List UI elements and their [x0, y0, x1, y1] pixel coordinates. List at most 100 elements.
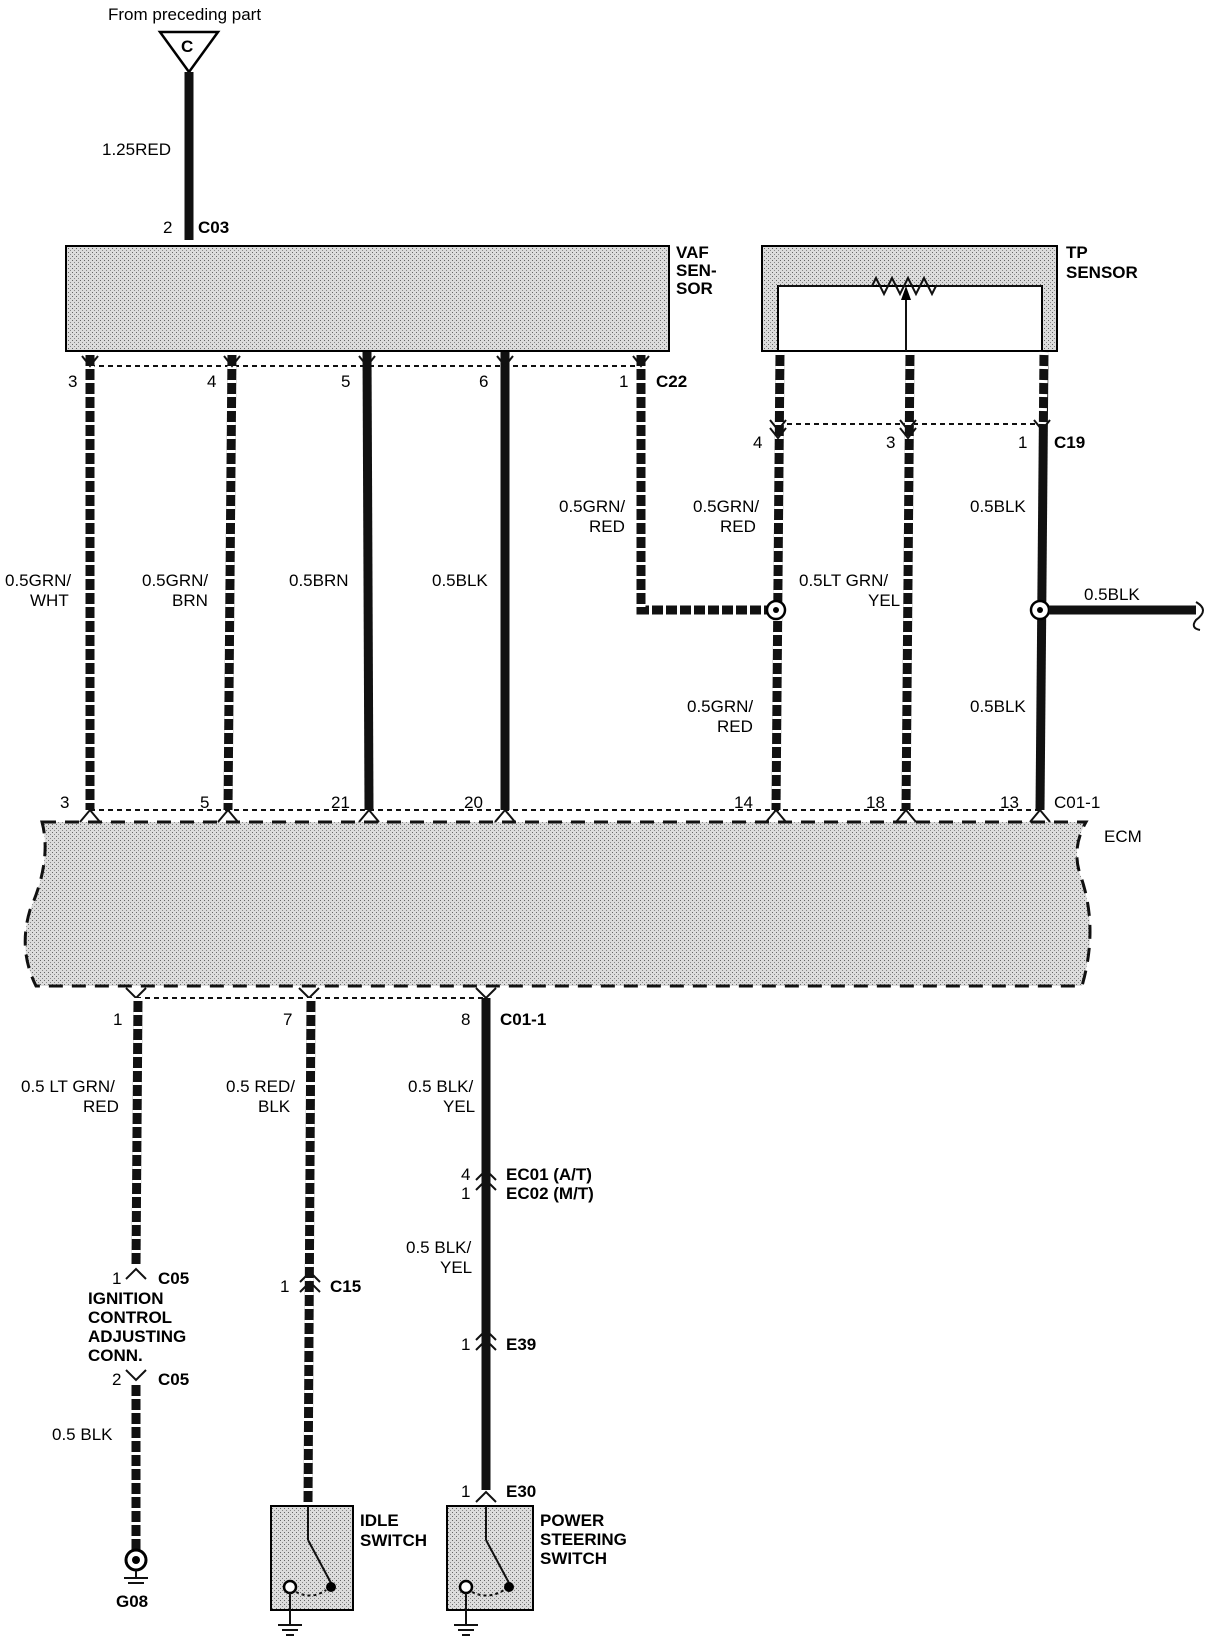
c05-top-label: C05: [158, 1269, 189, 1288]
ecm-pin-7: 7: [283, 1010, 292, 1029]
ecm-pin-8: 8: [461, 1010, 470, 1029]
ec01-pin: 4: [461, 1165, 470, 1184]
vaf-sensor-box: [65, 245, 670, 352]
ecm-top-chevrons: [79, 808, 1051, 823]
ign-conn-2: CONTROL: [88, 1308, 172, 1327]
wire-label-tp4-bot-1: 0.5GRN/: [687, 697, 753, 716]
wire-label-branch-blk: 0.5BLK: [1084, 585, 1140, 604]
tp-title-2: SENSOR: [1066, 263, 1138, 282]
ecm-pin-18: 18: [866, 793, 885, 812]
wire-label-tp3-2: YEL: [868, 591, 900, 610]
ground-icon: [124, 1548, 148, 1584]
ps-switch-3: SWITCH: [540, 1549, 607, 1568]
wire-brn: [362, 351, 374, 811]
wire-label-red-blk-1: 0.5 RED/: [226, 1077, 295, 1096]
c05-bottom-label: C05: [158, 1370, 189, 1389]
ign-conn-3: ADJUSTING: [88, 1327, 186, 1346]
vaf-pin-1: 1: [619, 372, 628, 391]
ecm-pin-14: 14: [734, 793, 753, 812]
wire-label-tp1-bot: 0.5BLK: [970, 697, 1026, 716]
ign-conn-1: IGNITION: [88, 1289, 164, 1308]
wire-tp-blk: [1035, 351, 1049, 811]
potentiometer-icon: [778, 275, 1042, 351]
ec01-connector-icon: [475, 1168, 497, 1191]
ign-conn-4: CONN.: [88, 1346, 143, 1365]
c22-pin-chevrons: [81, 355, 650, 368]
vaf-pin-4: 4: [207, 372, 216, 391]
wire-label-blk-yel-b-1: 0.5 BLK/: [406, 1238, 471, 1257]
e39-label: E39: [506, 1335, 536, 1354]
ecm-top-conn: C01-1: [1054, 793, 1100, 812]
wire-label-tp4-top-2: RED: [720, 517, 756, 536]
c15-connector-icon: [299, 1270, 321, 1293]
vaf-title-2: SEN-: [676, 261, 717, 280]
ecm-pin-21: 21: [331, 793, 350, 812]
wire-label-c22-2: RED: [589, 517, 625, 536]
wire-tp-grn-red: [771, 351, 785, 811]
idle-switch-1: IDLE: [360, 1511, 399, 1530]
source-label: From preceding part: [108, 5, 261, 24]
tp-pin-3: 3: [886, 433, 895, 452]
ecm-pin-5: 5: [200, 793, 209, 812]
connector-c-letter: C: [181, 37, 193, 56]
wire-label-grn-brn-1: 0.5GRN/: [142, 571, 208, 590]
tp-pin-1: 1: [1018, 433, 1027, 452]
idle-switch-2: SWITCH: [360, 1531, 427, 1550]
wire-label-blk-yel-b-2: YEL: [440, 1258, 472, 1277]
wire-blk-branch: [1049, 601, 1204, 631]
tp-pin-4: 4: [753, 433, 762, 452]
c05-top-connector-icon: [125, 1267, 147, 1280]
wire-label-blk-yel-1: 0.5 BLK/: [408, 1077, 473, 1096]
ecm-pin-1: 1: [113, 1010, 122, 1029]
tp-inner-frame: [777, 285, 1043, 352]
connector-c-icon: [157, 30, 221, 75]
wire-label-grn-brn-2: BRN: [172, 591, 208, 610]
ps-switch-1: POWER: [540, 1511, 604, 1530]
c19-pin-chevrons: [769, 419, 1051, 440]
wire-grn-brn: [223, 351, 237, 811]
power-steering-switch-box: [446, 1505, 534, 1611]
c05-top-pin: 1: [112, 1269, 121, 1288]
c05-bottom-pin: 2: [112, 1370, 121, 1389]
c19-label: C19: [1054, 433, 1085, 452]
wire-label-tp1-top: 0.5BLK: [970, 497, 1026, 516]
vaf-title-3: SOR: [676, 279, 713, 298]
e39-connector-icon: [475, 1328, 497, 1351]
vaf-pin-6: 6: [479, 372, 488, 391]
idle-switch-box: [270, 1505, 354, 1611]
switch-contact-icon: [454, 1506, 514, 1636]
c05-bottom-connector-icon: [125, 1369, 147, 1382]
tp-title-1: TP: [1066, 243, 1088, 262]
vaf-pin-5: 5: [341, 372, 350, 391]
wire-red-blk: [303, 997, 316, 1506]
wire-tp-ltgrn-yel: [901, 351, 915, 811]
vaf-title-1: VAF: [676, 243, 709, 262]
ecm-outline: [23, 820, 1092, 988]
wire-label-tp3-1: 0.5LT GRN/: [799, 571, 888, 590]
ground-label: G08: [116, 1592, 148, 1611]
ecm-bottom-chevrons: [125, 987, 497, 1000]
c03-label: C03: [198, 218, 229, 237]
wire-ltgrn-red: [131, 997, 143, 1266]
wire-label-grn-wht-1: 0.5GRN/: [5, 571, 71, 590]
wire-grn-red-c22: [636, 352, 776, 615]
ecm-bottom-conn: C01-1: [500, 1010, 546, 1029]
wire-label-tp4-bot-2: RED: [717, 717, 753, 736]
ecm-pin-3: 3: [60, 793, 69, 812]
e30-pin: 1: [461, 1482, 470, 1501]
switch-contact-icon: [278, 1506, 336, 1636]
ecm-pin-20: 20: [464, 793, 483, 812]
ecm-box: [25, 822, 1091, 986]
ps-switch-2: STEERING: [540, 1530, 627, 1549]
ecm-label: ECM: [1104, 827, 1142, 846]
wire-label-red-blk-2: BLK: [258, 1097, 291, 1116]
wire-label-ltgrn-red-2: RED: [83, 1097, 119, 1116]
wire-label-grn-wht-2: WHT: [30, 591, 69, 610]
e39-pin: 1: [461, 1335, 470, 1354]
wire-label-1-25red: 1.25RED: [102, 140, 171, 159]
e30-label: E30: [506, 1482, 536, 1501]
wire-label-c22-1: 0.5GRN/: [559, 497, 625, 516]
wire-label-blk-yel-2: YEL: [443, 1097, 475, 1116]
wire-label-brn: 0.5BRN: [289, 571, 349, 590]
wire-label-blk: 0.5BLK: [432, 571, 488, 590]
